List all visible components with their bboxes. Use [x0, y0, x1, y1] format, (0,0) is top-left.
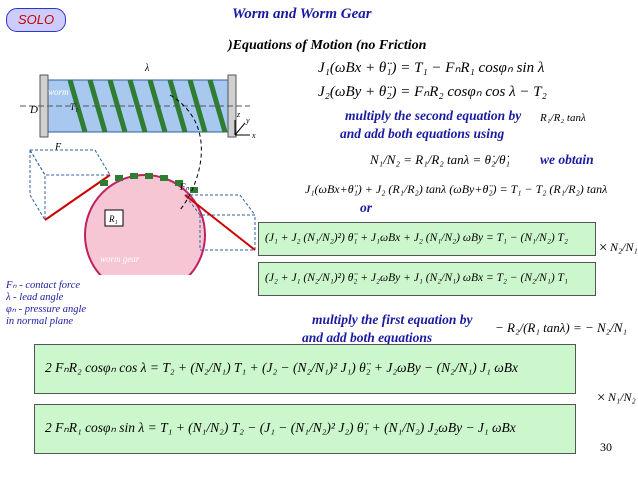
boxed-equation-1-text: (J₁ + J₂ (N₁/N₂)²) θ̈₁ + J₁ω̇Bx + J₂ (N₁… — [265, 232, 568, 244]
multiplier-b: N₁/N₂ — [608, 390, 636, 404]
boxed-equation-1: (J₁ + J₂ (N₁/N₂)²) θ̈₁ + J₁ω̇Bx + J₂ (N₁… — [258, 222, 596, 256]
label-T1: T₁ — [70, 102, 78, 112]
legend-item: λ - lead angle — [6, 292, 64, 303]
instruction-multiply-second: multiply the second equation by — [345, 108, 522, 123]
multiplier-a: N₂/N₁ — [610, 240, 638, 254]
page-number: 30 — [600, 440, 612, 454]
boxed-equation-2-text: (J₂ + J₁ (N₂/N₁)²) θ̈₂ + J₂ω̇By + J₁ (N₂… — [265, 272, 568, 284]
page-title: Worm and Worm Gear — [232, 6, 372, 22]
svg-text:y: y — [245, 116, 250, 125]
label-R1: R₁ — [108, 214, 118, 224]
label-F: F — [54, 142, 62, 153]
we-obtain-label: we obtain — [540, 152, 594, 167]
result-equation-1-text: 2 FₙR₂ cosφₙ cos λ = T₂ + (N₂/N₁) T₁ + (… — [45, 360, 518, 375]
label-worm-gear: worm gear — [100, 254, 140, 264]
times-sign-a: × — [598, 240, 609, 256]
legend: Fₙ - contact force λ - lead angle φₙ - p… — [6, 280, 86, 328]
ratio-equation: N₁/N₂ = R₁/R₂ tanλ = θ̇₂/θ̇₁ — [370, 152, 510, 167]
instruction-multiply-first: multiply the first equation by — [312, 312, 473, 327]
equation-2: J₂(ω̇By + θ̈₂) = FₙR₂ cosφₙ cos λ − T₂ — [318, 84, 547, 100]
radius-box — [104, 209, 124, 227]
boxed-equation-2: (J₂ + J₁ (N₂/N₁)²) θ̈₂ + J₂ω̇By + J₁ (N₂… — [258, 262, 596, 296]
result-equation-2-text: 2 FₙR₁ cosφₙ sin λ = T₁ + (N₁/N₂) T₂ − (… — [45, 420, 516, 435]
times-sign-b: × — [596, 390, 607, 406]
section-heading: )Equations of Motion (no Friction — [228, 38, 427, 53]
result-equation-1: 2 FₙR₂ cosφₙ cos λ = T₂ + (N₂/N₁) T₁ + (… — [34, 344, 576, 394]
legend-item: in normal plane — [6, 316, 74, 327]
equation-1: J₁(ω̇Bx + θ̈₁) = T₁ − FₙR₁ cosφₙ sin λ — [318, 60, 545, 76]
result-equation-2: 2 FₙR₁ cosφₙ sin λ = T₁ + (N₁/N₂) T₂ − (… — [34, 404, 576, 454]
label-worm: worm — [48, 87, 69, 97]
solo-badge: SOLO — [6, 8, 66, 32]
instruction-add-using: and add both equations using — [340, 126, 505, 141]
legend-item: φₙ - pressure angle — [6, 304, 87, 315]
label-Fn: Fₙ — [179, 182, 189, 192]
factor-b: − R₂/(R₁ tanλ) = − N₂/N₁ — [495, 320, 627, 335]
or-label: or — [360, 200, 373, 215]
label-D: D — [29, 104, 38, 116]
svg-text:x: x — [251, 131, 256, 140]
worm-gear-diagram: D worm T₁ λ F x y z R₁ worm gear Fₙ — [20, 63, 256, 275]
svg-text:z: z — [236, 110, 241, 119]
side-factor: R₁/R₂ tanλ — [540, 112, 586, 124]
instruction-add-both: and add both equations — [302, 330, 433, 345]
legend-item: Fₙ - contact force — [6, 280, 81, 291]
combined-equation: J₁(ω̇Bx+θ̈₁) + J₂ (R₁/R₂) tanλ (ω̇By+θ̈₂… — [305, 182, 608, 196]
label-lambda: λ — [144, 63, 150, 74]
